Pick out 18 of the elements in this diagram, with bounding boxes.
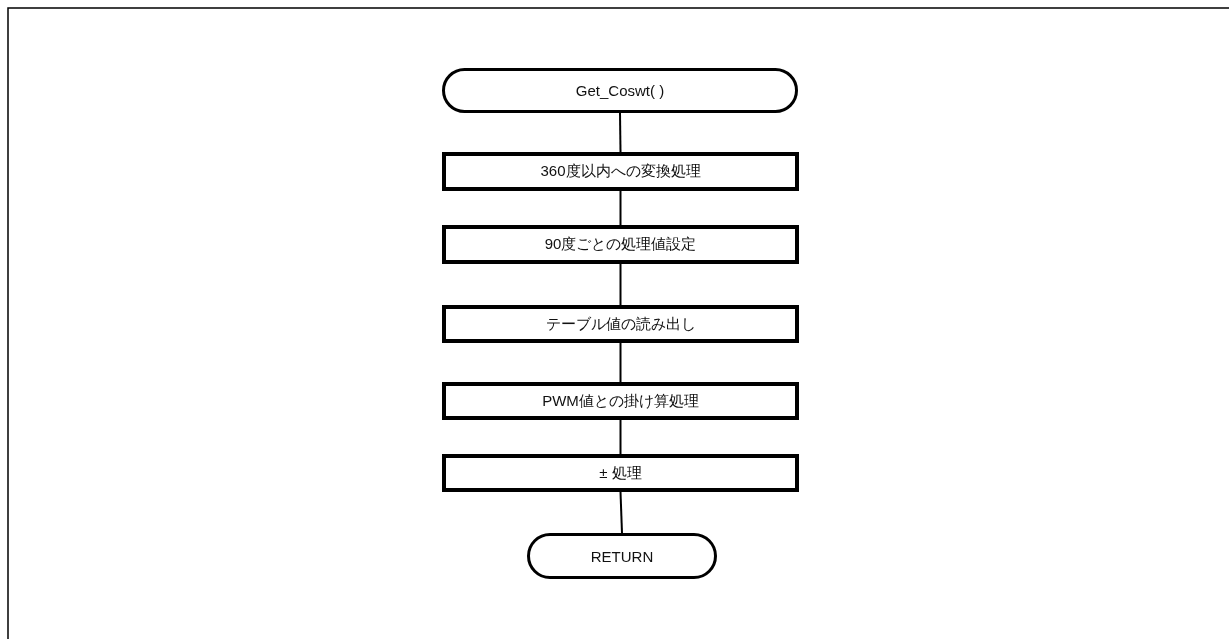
- connector-line: [619, 491, 623, 534]
- step-label: 90度ごとの処理値設定: [544, 235, 697, 254]
- process-box: [442, 454, 799, 492]
- step-label: Get_Coswt( ): [575, 82, 665, 99]
- step-label: RETURN: [590, 547, 654, 565]
- connector-line: [619, 263, 622, 306]
- step-label: 360度以内への変換処理: [540, 162, 701, 181]
- process-box: [442, 382, 799, 420]
- step-label: ± 処理: [599, 463, 642, 483]
- process-box: [442, 305, 799, 343]
- connector-line: [619, 190, 622, 226]
- connector-line: [619, 112, 622, 153]
- process-box: [442, 152, 799, 191]
- connector-line: [619, 342, 622, 383]
- connector-line: [619, 419, 622, 455]
- process-box: [442, 225, 799, 264]
- step-label: PWM値との掛け算処理: [542, 391, 699, 411]
- step-label: テーブル値の読み出し: [545, 314, 696, 334]
